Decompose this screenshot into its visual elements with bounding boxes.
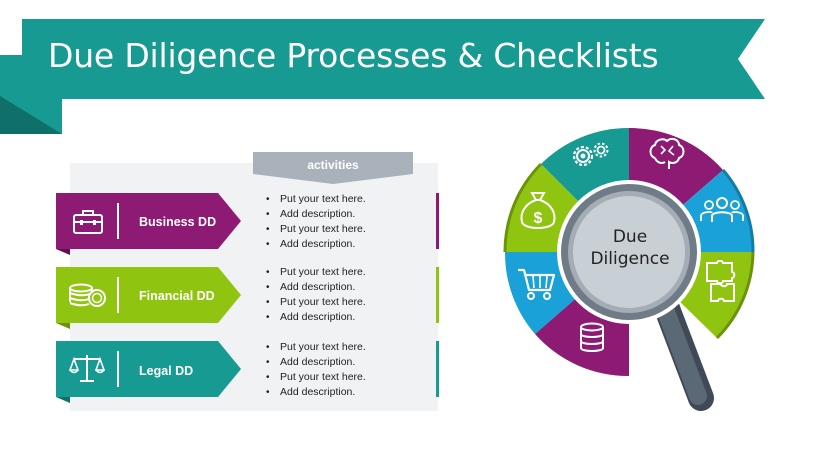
activities-tab bbox=[253, 152, 413, 184]
database-icon bbox=[580, 322, 604, 352]
bullet-list-business: Put your text here. Add description. Put… bbox=[264, 192, 366, 252]
page-title: Due Diligence Processes & Checklists bbox=[48, 36, 659, 75]
title-banner bbox=[0, 19, 765, 134]
row-edge-financial bbox=[436, 267, 439, 323]
row-label-legal: Legal DD bbox=[139, 364, 194, 378]
list-item: Put your text here. bbox=[264, 192, 366, 207]
scales-icon bbox=[69, 355, 105, 382]
list-item: Put your text here. bbox=[264, 265, 366, 280]
puzzle-icon bbox=[706, 260, 736, 302]
activities-label: activities bbox=[307, 158, 359, 172]
row-edge-business bbox=[436, 193, 439, 249]
bullet-list-financial: Put your text here. Add description. Put… bbox=[264, 265, 366, 325]
people-icon bbox=[700, 197, 744, 222]
row-arrow-business bbox=[56, 193, 241, 255]
wheel-center-label: Due Diligence bbox=[573, 226, 687, 270]
due-diligence-wheel bbox=[503, 127, 755, 411]
bullet-list-legal: Put your text here. Add description. Put… bbox=[264, 340, 366, 400]
list-item: Add description. bbox=[264, 207, 366, 222]
wheel-center-line1: Due bbox=[612, 227, 648, 247]
svg-text:$: $ bbox=[534, 210, 543, 227]
cart-icon bbox=[518, 268, 556, 300]
brain-icon bbox=[649, 137, 685, 169]
row-label-business: Business DD bbox=[139, 215, 217, 229]
list-item: Add description. bbox=[264, 237, 366, 252]
list-item: Put your text here. bbox=[264, 340, 366, 355]
row-edge-legal bbox=[436, 341, 439, 397]
row-label-financial: Financial DD bbox=[139, 289, 215, 303]
briefcase-icon bbox=[73, 210, 103, 234]
list-item: Put your text here. bbox=[264, 295, 366, 310]
list-item: Add description. bbox=[264, 310, 366, 325]
list-item: Add description. bbox=[264, 280, 366, 295]
list-item: Put your text here. bbox=[264, 222, 366, 237]
coins-icon bbox=[69, 283, 106, 307]
row-arrow-financial bbox=[56, 267, 241, 329]
wheel-center-line2: Diligence bbox=[590, 249, 670, 269]
list-item: Put your text here. bbox=[264, 370, 366, 385]
list-item: Add description. bbox=[264, 385, 366, 400]
row-arrow-legal bbox=[56, 341, 241, 403]
money-bag-icon: $ bbox=[520, 192, 556, 229]
gears-icon bbox=[572, 142, 609, 167]
list-item: Add description. bbox=[264, 355, 366, 370]
